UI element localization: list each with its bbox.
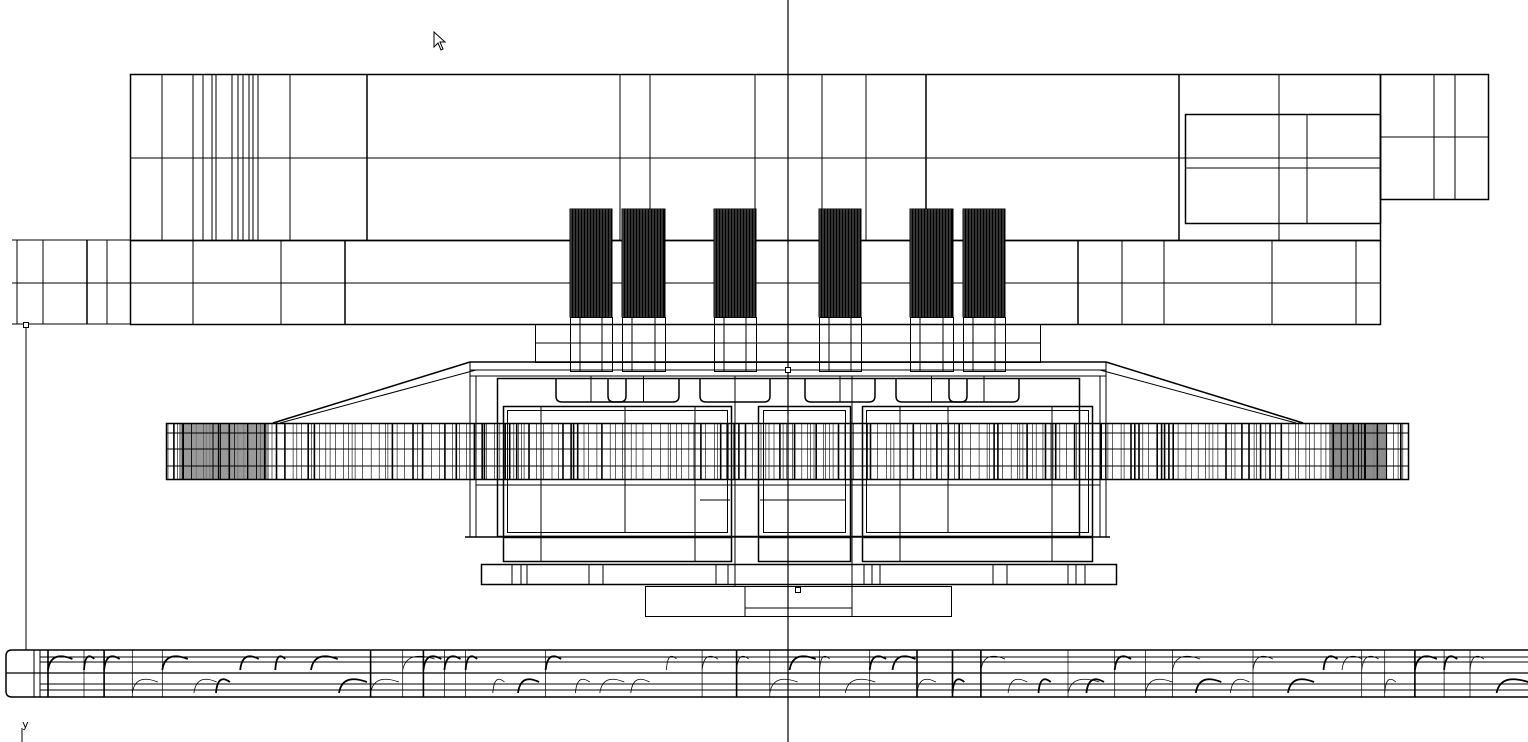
- left-leader[interactable]: [23, 322, 29, 651]
- column-4[interactable]: [804, 208, 876, 403]
- bottom-rail[interactable]: [5, 649, 1528, 742]
- arrow-pointer-icon: [433, 31, 447, 51]
- columns-group[interactable]: [555, 208, 1020, 403]
- hatched-band[interactable]: [165, 422, 1410, 481]
- column-2[interactable]: [607, 208, 680, 403]
- column-5[interactable]: [895, 208, 968, 403]
- base-structure[interactable]: [272, 324, 1304, 617]
- column-6[interactable]: [948, 208, 1020, 403]
- upper-block[interactable]: [129, 73, 1490, 242]
- column-1[interactable]: [555, 208, 627, 403]
- middle-band[interactable]: [12, 239, 1382, 326]
- column-3[interactable]: [699, 208, 771, 403]
- axis-label-y: y: [22, 718, 29, 731]
